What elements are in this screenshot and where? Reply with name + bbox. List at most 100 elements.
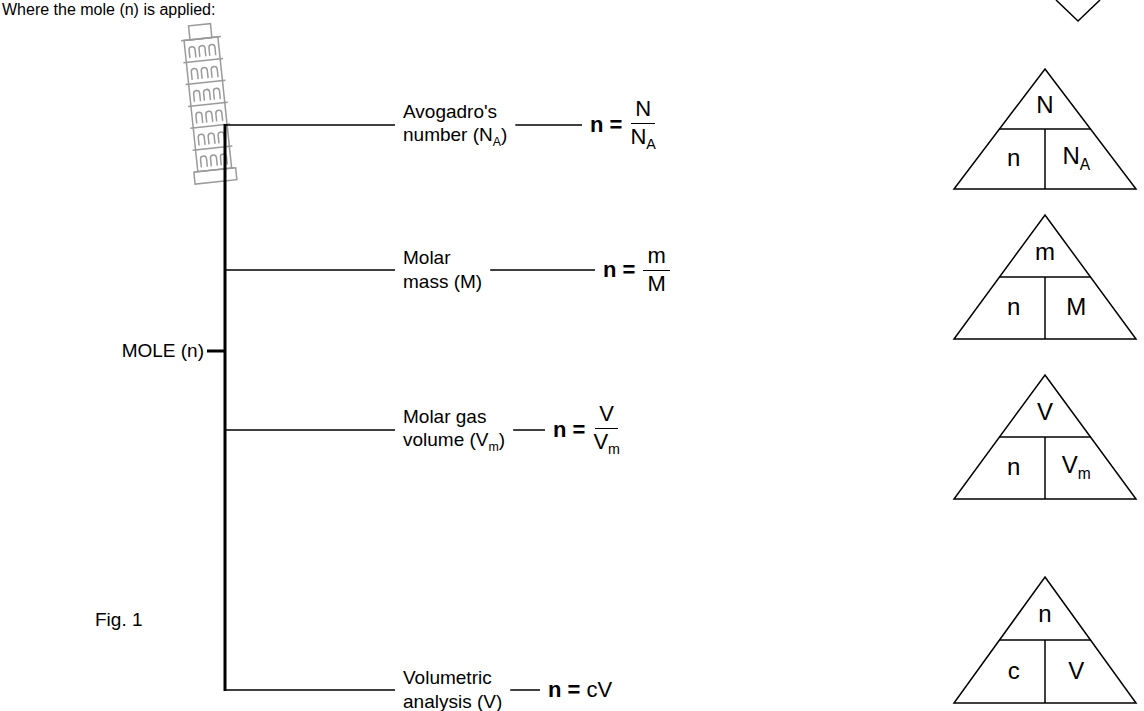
denominator-symbol: V: [593, 429, 608, 454]
figure-label: Fig. 1: [95, 609, 143, 630]
leaning-tower-icon: [179, 23, 237, 185]
triangle-outline: [953, 374, 1137, 500]
branch-label: Avogadro's number (NA): [403, 100, 543, 151]
formula-lhs: n =: [553, 416, 585, 444]
tree-trunk: [224, 124, 227, 691]
connector-line: [513, 429, 545, 431]
triangle-cell: n: [1007, 295, 1020, 319]
denominator: M: [647, 271, 665, 296]
numerator-symbol: m: [647, 243, 665, 268]
heading-text: Where the mole (n) is applied:: [2, 1, 215, 18]
triangle-cell: n: [1007, 455, 1020, 479]
connector-line: [510, 689, 540, 691]
triangle-divider: [1044, 640, 1046, 703]
triangle-cell: V: [1037, 400, 1053, 424]
triangle-divider: [1044, 437, 1046, 499]
subscript: A: [493, 135, 501, 149]
triangle-symbol: n: [1007, 453, 1020, 480]
formula-triangle: n c V: [953, 576, 1137, 704]
triangle-symbol: N: [1036, 91, 1053, 118]
branch-label: Molar mass (M): [403, 246, 495, 294]
triangle-symbol: n: [1038, 600, 1051, 627]
triangle-symbol: n: [1007, 293, 1020, 320]
connector-line: [515, 124, 582, 126]
formula-lhs: n =: [590, 111, 622, 139]
triangle-divider: [1044, 277, 1046, 339]
formula: n =VVm: [553, 402, 620, 457]
branch-term: Volumetric analysis (V): [403, 667, 502, 711]
triangle-border: [954, 215, 1136, 339]
formula: n = mM: [603, 244, 670, 295]
formula-rhs: cV: [586, 676, 612, 704]
fraction: VVm: [593, 402, 620, 457]
root-term: MOLE (n): [122, 340, 204, 361]
tower-ledges: [181, 37, 235, 172]
triangle-cell: Vm: [1062, 453, 1091, 481]
triangle-symbol: M: [1066, 293, 1086, 320]
numerator-symbol: V: [599, 401, 614, 426]
diamond-fragment: [1056, 0, 1100, 21]
formula-triangle: Vn Vm: [953, 374, 1137, 500]
root-label: MOLE (n): [122, 339, 204, 363]
triangle-symbol: m: [1035, 238, 1055, 265]
denominator: Vm: [593, 429, 620, 458]
triangle-cell: c: [1008, 659, 1020, 683]
triangle-cell: N: [1036, 93, 1053, 117]
formula-triangle: m n M: [953, 214, 1137, 340]
branch-term: ): [501, 124, 507, 145]
heading: Where the mole (n) is applied:: [2, 0, 215, 20]
subscript: A: [1080, 156, 1090, 173]
triangle-cell: M: [1066, 295, 1086, 319]
branch-label: Molar gas volume (Vm): [403, 405, 528, 456]
fraction: mM: [643, 244, 669, 295]
branch-label: Volumetric analysis (V): [403, 666, 528, 711]
tree-branch: [225, 429, 395, 431]
fraction: NNA: [630, 97, 655, 152]
triangle-cell: V: [1068, 659, 1084, 683]
triangle-border: [954, 577, 1136, 703]
triangle-symbol: V: [1062, 451, 1078, 478]
numerator-symbol: N: [635, 96, 651, 121]
numerator: m: [643, 244, 669, 270]
triangle-outline: [953, 576, 1137, 704]
formula-lhs: n =: [548, 676, 580, 704]
triangle-symbol: n: [1007, 144, 1020, 171]
formula: n =NNA: [590, 97, 656, 152]
tree-branch: [225, 124, 395, 126]
tower-arches: [189, 44, 228, 167]
triangle-outline: [953, 68, 1137, 190]
triangle-symbol: N: [1062, 142, 1079, 169]
triangle-symbol: V: [1037, 398, 1053, 425]
triangle-border: [954, 375, 1136, 499]
formula-lhs: n =: [603, 256, 635, 284]
branch-term: Molar mass (M): [403, 247, 482, 292]
triangle-outline: [953, 214, 1137, 340]
numerator: V: [595, 402, 618, 428]
triangle-symbol: c: [1008, 657, 1020, 684]
figure-number: Fig. 1: [95, 608, 143, 632]
formula: n =cV: [548, 676, 612, 704]
denominator-symbol: M: [647, 271, 665, 296]
branch-term: Molar gas volume (V: [403, 406, 489, 451]
subscript: A: [646, 136, 656, 152]
numerator: N: [631, 97, 655, 123]
denominator-symbol: N: [630, 124, 646, 149]
subscript: m: [489, 440, 499, 454]
triangle-symbol: V: [1068, 657, 1084, 684]
connector-line: [490, 269, 595, 271]
subscript: m: [608, 441, 620, 457]
triangle-border: [954, 69, 1136, 189]
triangle-cell: m: [1035, 240, 1055, 264]
tree-branch: [225, 269, 395, 271]
branch-term: ): [499, 429, 505, 450]
triangle-cell: n: [1007, 146, 1020, 170]
branch-term: Avogadro's number (N: [403, 101, 497, 146]
denominator: NA: [630, 124, 655, 153]
root-stub: [207, 350, 226, 353]
formula-triangle: NnNA: [953, 68, 1137, 190]
tree-branch: [225, 689, 395, 691]
triangle-cell: NA: [1062, 144, 1090, 172]
triangle-cell: n: [1038, 602, 1051, 626]
triangle-divider: [1044, 129, 1046, 189]
